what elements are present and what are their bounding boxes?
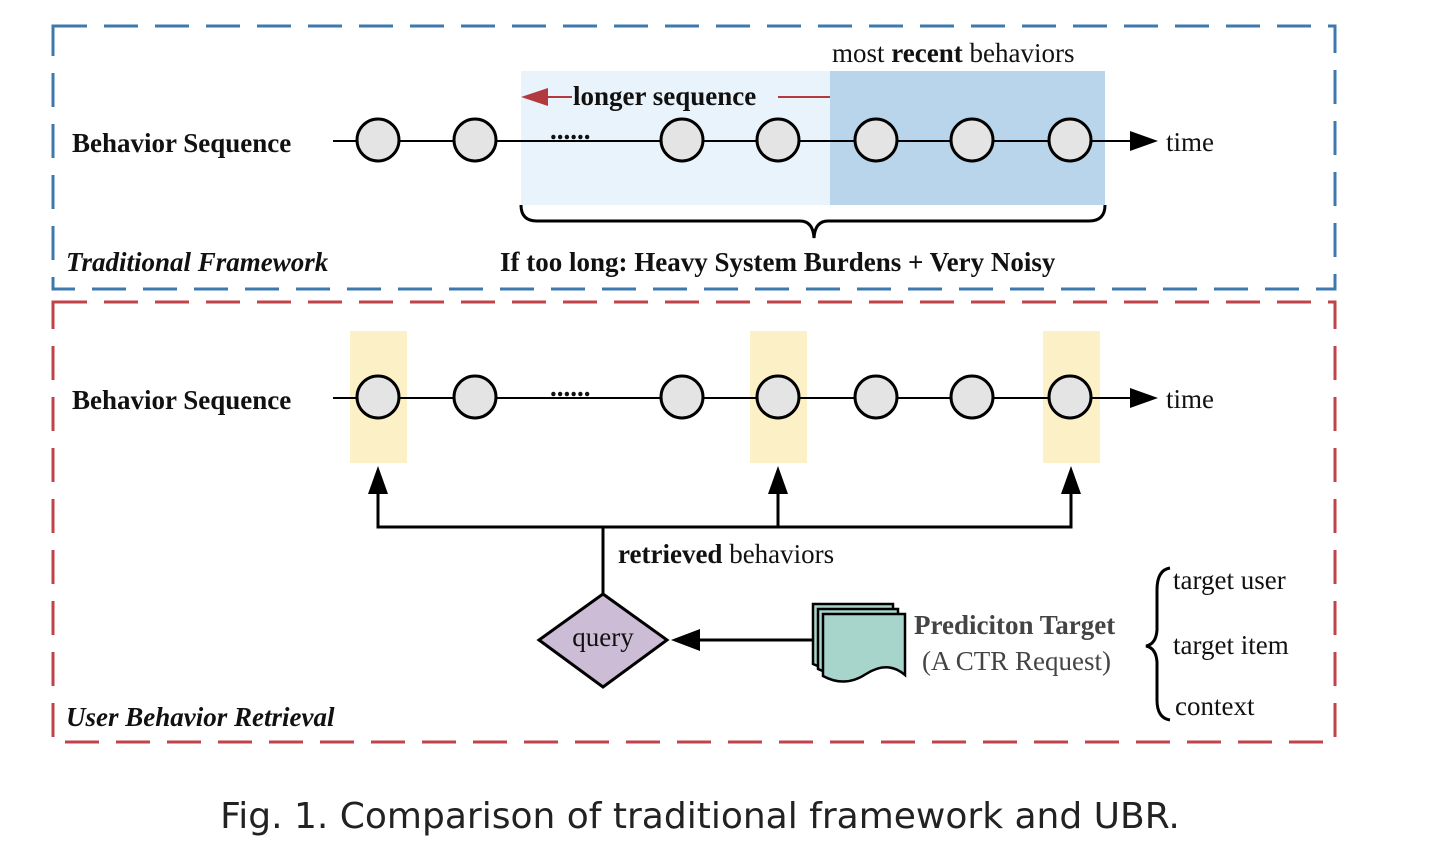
ctr-request-document-icon <box>811 602 907 683</box>
behavior-sequence-label: Behavior Sequence <box>72 128 291 158</box>
prediction-target-title: Prediciton Target <box>914 610 1115 640</box>
sequence-ellipsis: ...... <box>550 115 591 145</box>
longer-sequence-label: longer sequence <box>573 81 756 111</box>
behavior-node <box>755 117 801 163</box>
sequence-ellipsis: ...... <box>550 372 591 402</box>
behavior-sequence-label: Behavior Sequence <box>72 385 291 415</box>
behavior-nodes <box>355 117 1093 163</box>
retrieval-arrowhead-icon <box>1061 466 1081 494</box>
behavior-node <box>949 374 995 420</box>
target-component-user: target user <box>1173 565 1286 595</box>
time-arrowhead-icon <box>1130 388 1158 408</box>
traditional-panel-label: Traditional Framework <box>66 247 329 277</box>
retrieval-arrowhead-icon <box>368 466 388 494</box>
behavior-node <box>853 374 899 420</box>
target-components-brace <box>1145 566 1171 722</box>
ubr-panel-border <box>51 300 1337 744</box>
sequence-brace <box>519 204 1107 239</box>
query-arrowhead-icon <box>671 629 700 651</box>
target-component-item: target item <box>1173 630 1289 660</box>
longer-arrowhead-icon <box>521 88 548 106</box>
behavior-node-retrieved <box>755 374 801 420</box>
behavior-node <box>1047 117 1093 163</box>
ubr-panel-label: User Behavior Retrieval <box>66 702 335 732</box>
behavior-node <box>949 117 995 163</box>
traditional-panel-border <box>51 24 1337 291</box>
time-arrowhead-icon <box>1130 131 1158 151</box>
traditional-framework-panel: ...... longer sequence most recent behav… <box>51 24 1337 291</box>
behavior-node <box>355 117 401 163</box>
figure-caption: Fig. 1. Comparison of traditional framew… <box>220 796 1180 837</box>
prediction-target-subtitle: (A CTR Request) <box>922 646 1111 676</box>
retrieval-arrows <box>376 492 1073 594</box>
burden-label: If too long: Heavy System Burdens + Very… <box>500 247 1056 277</box>
behavior-node <box>452 374 498 420</box>
time-label: time <box>1166 127 1214 157</box>
behavior-node-retrieved <box>355 374 401 420</box>
behavior-node-retrieved <box>1047 374 1093 420</box>
time-label: time <box>1166 384 1214 414</box>
behavior-node <box>452 117 498 163</box>
recent-behaviors-label: most recent behaviors <box>832 38 1074 68</box>
retrieved-behaviors-label: retrieved behaviors <box>618 539 834 569</box>
behavior-node <box>659 374 705 420</box>
query-diamond <box>536 592 670 689</box>
ubr-panel: ...... retrieved behaviors query <box>51 300 1337 744</box>
query-label: query <box>572 622 634 652</box>
behavior-nodes <box>355 374 1093 420</box>
behavior-node <box>853 117 899 163</box>
behavior-node <box>659 117 705 163</box>
target-component-context: context <box>1175 691 1255 721</box>
retrieval-arrowhead-icon <box>768 466 788 494</box>
